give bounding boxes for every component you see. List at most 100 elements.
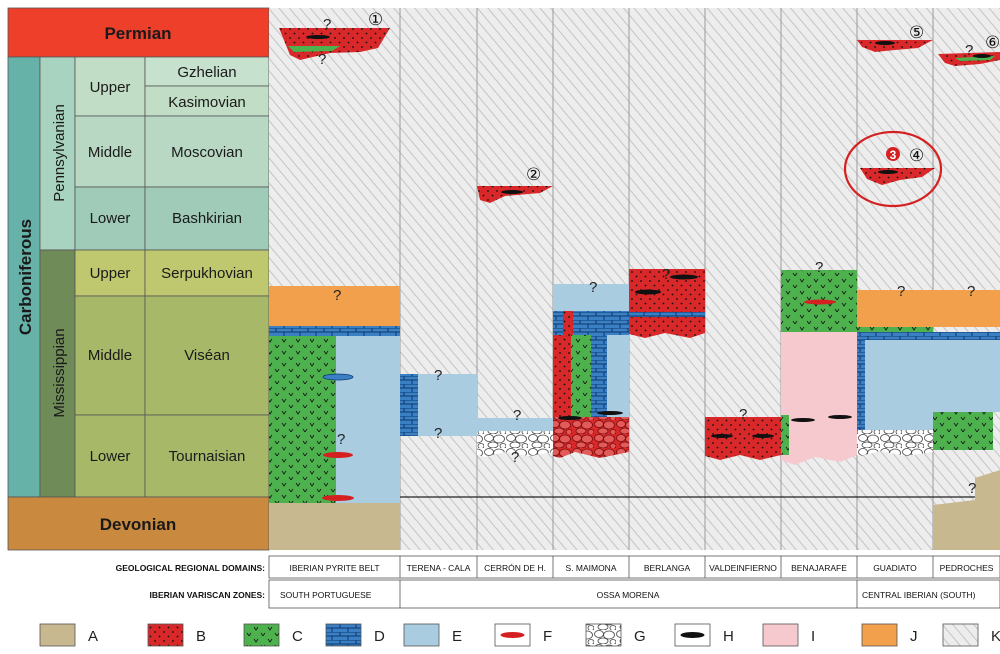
epoch-miss-upper: Upper [90, 265, 131, 282]
question-mark: ? [337, 431, 345, 448]
legend-item-j: J [861, 623, 918, 647]
question-mark: ? [333, 287, 341, 304]
chronostratigraphic-column: Permian Carboniferous Pennsylvanian Miss… [7, 7, 270, 551]
question-mark: ? [967, 283, 975, 300]
pennsylvanian-box [39, 56, 76, 251]
column-pedroches [933, 52, 1000, 550]
mississippian-label: Mississippian [51, 328, 68, 417]
highlight-circle [843, 130, 943, 208]
column-terena-cala [400, 374, 477, 436]
hatched-grey-swatch [942, 623, 979, 647]
circled-number-4: ④ [909, 146, 924, 165]
legend-item-e: E [403, 623, 462, 647]
circled-number-6: ⑥ [985, 33, 1000, 52]
epoch-penn-upper: Upper [90, 79, 131, 96]
legend: A B C D E F G H I J K [39, 623, 1000, 647]
permian-label: Permian [104, 24, 171, 43]
column-guadiato [843, 40, 943, 456]
legend-label: C [292, 628, 303, 645]
blue-brick-swatch [325, 623, 362, 647]
question-mark: ? [513, 407, 521, 424]
column-cerron [477, 186, 553, 457]
carboniferous-label: Carboniferous [16, 219, 35, 335]
legend-label: K [991, 628, 1000, 645]
unit-e [336, 336, 400, 503]
legend-item-f: F [494, 623, 552, 647]
question-mark: ? [897, 283, 905, 300]
green-v-swatch [243, 623, 280, 647]
legend-item-b: B [147, 623, 206, 647]
question-mark: ? [968, 480, 976, 497]
legend-label: H [723, 628, 734, 645]
zone-cells: SOUTH PORTUGUESE OSSA MORENA CENTRAL IBERI… [280, 590, 976, 600]
orange-swatch [861, 623, 898, 647]
legend-item-i: I [762, 623, 815, 647]
stage-bashkirian: Bashkirian [172, 210, 242, 227]
domain-cell: S. MAIMONA [565, 563, 616, 573]
domain-cell: CERRÓN DE H. [484, 563, 546, 573]
zones-row-label: IBERIAN VARISCAN ZONES: [149, 590, 265, 600]
circled-number-5: ⑤ [909, 23, 924, 42]
domain-cell: PEDROCHES [940, 563, 994, 573]
epoch-miss-middle: Middle [88, 347, 132, 364]
zone-cell: CENTRAL IBERIAN (SOUTH) [862, 590, 976, 600]
sandstone-swatch [39, 623, 76, 647]
legend-label: J [910, 628, 918, 645]
domain-cell: TERENA - CALA [407, 563, 471, 573]
circled-numbers: ① ② 3 ④ ⑤ ⑥ [368, 10, 1000, 184]
column-iberian-pyrite-belt [269, 28, 400, 550]
question-mark: ? [662, 266, 670, 283]
unit-d [269, 326, 400, 336]
domain-cell: BENAJARAFE [791, 563, 847, 573]
question-mark: ? [739, 406, 747, 423]
permian-box [7, 7, 270, 58]
column-s-maimona [553, 284, 629, 458]
devonian-box [7, 496, 270, 551]
domain-table: GEOLOGICAL REGIONAL DOMAINS: IBERIAN VAR… [116, 555, 1000, 609]
zone-cell: OSSA MORENA [597, 590, 660, 600]
legend-label: G [634, 628, 646, 645]
unit-j [269, 286, 400, 326]
question-mark: ? [323, 16, 331, 33]
stage-gzhelian: Gzhelian [177, 64, 236, 81]
unit-c [269, 336, 336, 503]
legend-label: E [452, 628, 462, 645]
number-3-badge [886, 147, 900, 161]
question-mark: ? [511, 449, 519, 466]
circled-number-1: ① [368, 10, 383, 29]
legend-item-a: A [39, 623, 98, 647]
pink-swatch [762, 623, 799, 647]
question-mark: ? [318, 51, 326, 68]
devonian-label: Devonian [100, 515, 177, 534]
legend-item-k: K [942, 623, 1000, 647]
legend-label: A [88, 628, 98, 645]
epoch-penn-lower: Lower [90, 210, 131, 227]
legend-label: F [543, 628, 552, 645]
question-mark: ? [589, 279, 597, 296]
column-berlanga [629, 269, 705, 338]
zone-cell: SOUTH PORTUGUESE [280, 590, 372, 600]
domain-cell: GUADIATO [873, 563, 917, 573]
domains-row-label: GEOLOGICAL REGIONAL DOMAINS: [116, 563, 266, 573]
red-dotted-swatch [147, 623, 184, 647]
circled-number-3: 3 [890, 148, 897, 162]
legend-item-g: G [585, 623, 646, 647]
legend-item-h: H [674, 623, 734, 647]
legend-label: I [811, 628, 815, 645]
unit-a [269, 503, 400, 550]
stage-kasimovian: Kasimovian [168, 94, 246, 111]
column-valdeinfierno [705, 417, 781, 460]
question-mark: ? [965, 42, 973, 59]
circled-number-2: ② [526, 165, 541, 184]
legend-item-d: D [325, 623, 385, 647]
domain-cell: BERLANGA [644, 563, 691, 573]
stage-tournaisian: Tournaisian [169, 448, 246, 465]
carboniferous-box [7, 56, 41, 498]
legend-item-c: C [243, 623, 303, 647]
question-mark: ? [815, 259, 823, 276]
pennsylvanian-label: Pennsylvanian [51, 104, 68, 202]
epoch-miss-lower: Lower [90, 448, 131, 465]
